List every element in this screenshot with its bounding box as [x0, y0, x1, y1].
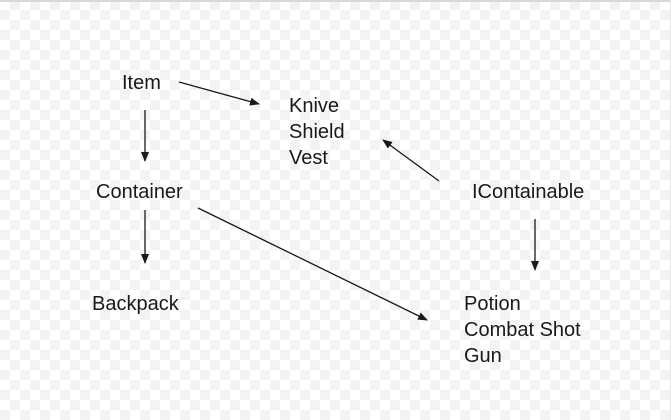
node-weapons[interactable]: Knive Shield Vest — [289, 93, 345, 171]
node-backpack-label: Backpack — [92, 293, 179, 315]
canvas-top-border — [0, 0, 671, 2]
edge-icontainable-to-weapons[interactable] — [382, 139, 440, 182]
node-consumables-line-1: Potion — [464, 293, 521, 315]
node-weapons-line-2: Shield — [289, 121, 345, 143]
node-consumables-line-3: Gun — [464, 345, 502, 367]
node-container-label: Container — [96, 181, 183, 203]
node-item[interactable]: Item — [122, 70, 161, 96]
edge-item-to-weapons[interactable] — [178, 81, 260, 106]
node-weapons-line-3: Vest — [289, 147, 328, 169]
node-icontainable-label: IContainable — [472, 181, 585, 203]
node-weapons-line-1: Knive — [289, 95, 340, 117]
node-backpack[interactable]: Backpack — [92, 291, 179, 317]
node-container[interactable]: Container — [96, 179, 183, 205]
node-icontainable[interactable]: IContainable — [472, 179, 584, 205]
node-consumables[interactable]: Potion Combat Shot Gun — [464, 291, 581, 369]
edge-container-to-consumables[interactable] — [197, 207, 428, 321]
node-item-label: Item — [122, 72, 161, 94]
node-consumables-line-2: Combat Shot — [464, 319, 581, 341]
